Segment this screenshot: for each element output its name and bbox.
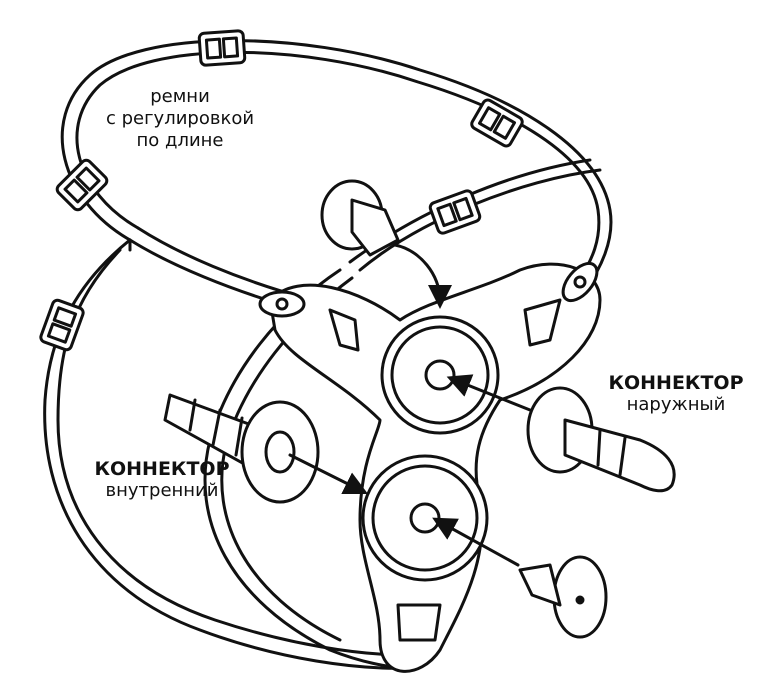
outer-connector: [446, 374, 676, 493]
inner-connector-subtitle: внутренний: [105, 480, 219, 501]
inner-connector-label: КОННЕКТОР внутренний: [82, 458, 242, 502]
outer-connector-label: КОННЕКТОР наружный: [596, 372, 756, 416]
buckles: [39, 29, 524, 352]
outer-connector-subtitle: наружный: [626, 394, 726, 415]
top-plug: [320, 179, 452, 309]
small-plug: [432, 517, 608, 639]
straps-label-line: по длине: [136, 130, 224, 151]
outer-connector-title: КОННЕКТОР: [608, 372, 744, 394]
straps-label-line: ремни: [150, 86, 210, 107]
harness-plate: [258, 261, 602, 673]
straps-label: ремни с регулировкой по длине: [95, 86, 265, 152]
inner-connector: [163, 393, 369, 504]
straps-label-line: с регулировкой: [105, 108, 255, 129]
inner-connector-title: КОННЕКТОР: [94, 458, 230, 480]
